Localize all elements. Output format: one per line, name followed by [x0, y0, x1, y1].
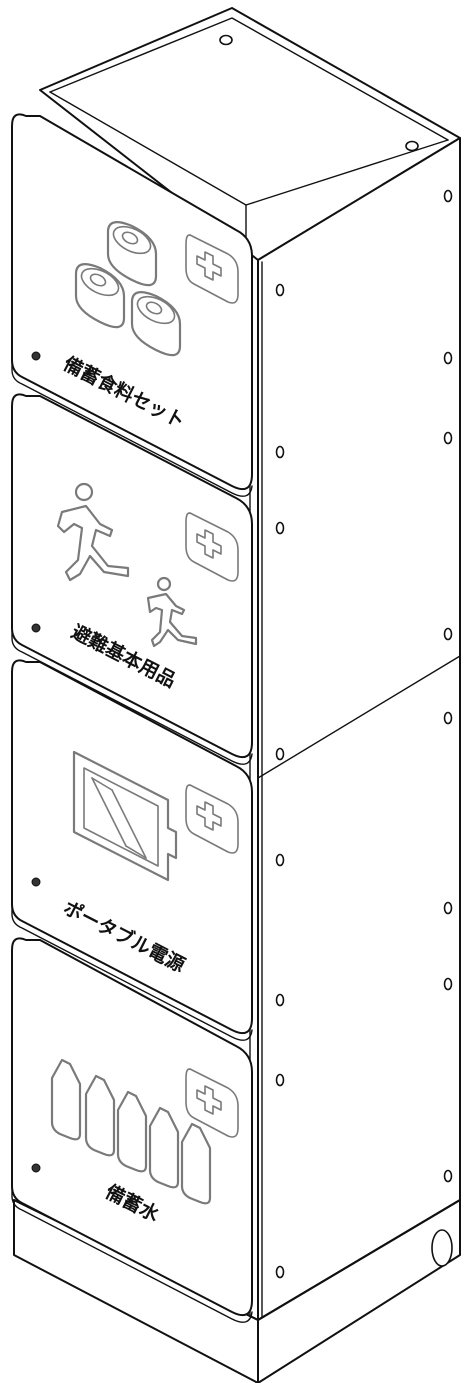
- panel-screw: [31, 623, 41, 633]
- cabinet-right-side: [257, 137, 461, 1321]
- side-screw-hole: [275, 747, 285, 761]
- side-screw-hole: [275, 853, 285, 867]
- first-aid-cross-icon: [185, 784, 239, 854]
- running-person-icon: [56, 482, 198, 648]
- side-screw-hole: [443, 711, 453, 725]
- side-screw-hole: [443, 431, 453, 445]
- panel-water[interactable]: 備蓄水: [11, 937, 253, 1323]
- first-aid-cross-icon: [185, 1068, 239, 1138]
- side-screw-hole: [275, 445, 285, 459]
- side-screw-hole: [443, 189, 453, 203]
- panel-screw: [31, 877, 41, 887]
- side-screw-holes: [275, 189, 453, 1279]
- plinth-vent-hole: [431, 1229, 453, 1267]
- side-screw-hole: [443, 977, 453, 991]
- panel-screw: [31, 1163, 41, 1173]
- top-bolt-hole: [219, 34, 233, 46]
- side-screw-hole: [443, 351, 453, 365]
- top-bolt-hole: [405, 140, 419, 152]
- side-screw-hole: [275, 521, 285, 535]
- panel-screw: [31, 351, 41, 361]
- side-screw-hole: [275, 283, 285, 297]
- first-aid-cross-icon: [185, 512, 239, 582]
- side-screw-hole: [275, 1265, 285, 1279]
- cabinet-body: [13, 7, 461, 1383]
- first-aid-cross-icon: [185, 234, 239, 304]
- side-screw-hole: [275, 1073, 285, 1087]
- panel-portable-power[interactable]: ポータブル電源: [11, 659, 253, 1041]
- canned-food-icon: [74, 221, 182, 357]
- side-screw-hole: [443, 1169, 453, 1183]
- side-screw-hole: [443, 627, 453, 641]
- water-bottles-icon: [50, 1058, 212, 1205]
- side-screw-hole: [443, 901, 453, 915]
- side-screw-hole: [275, 993, 285, 1007]
- battery-charging-icon: [72, 750, 178, 882]
